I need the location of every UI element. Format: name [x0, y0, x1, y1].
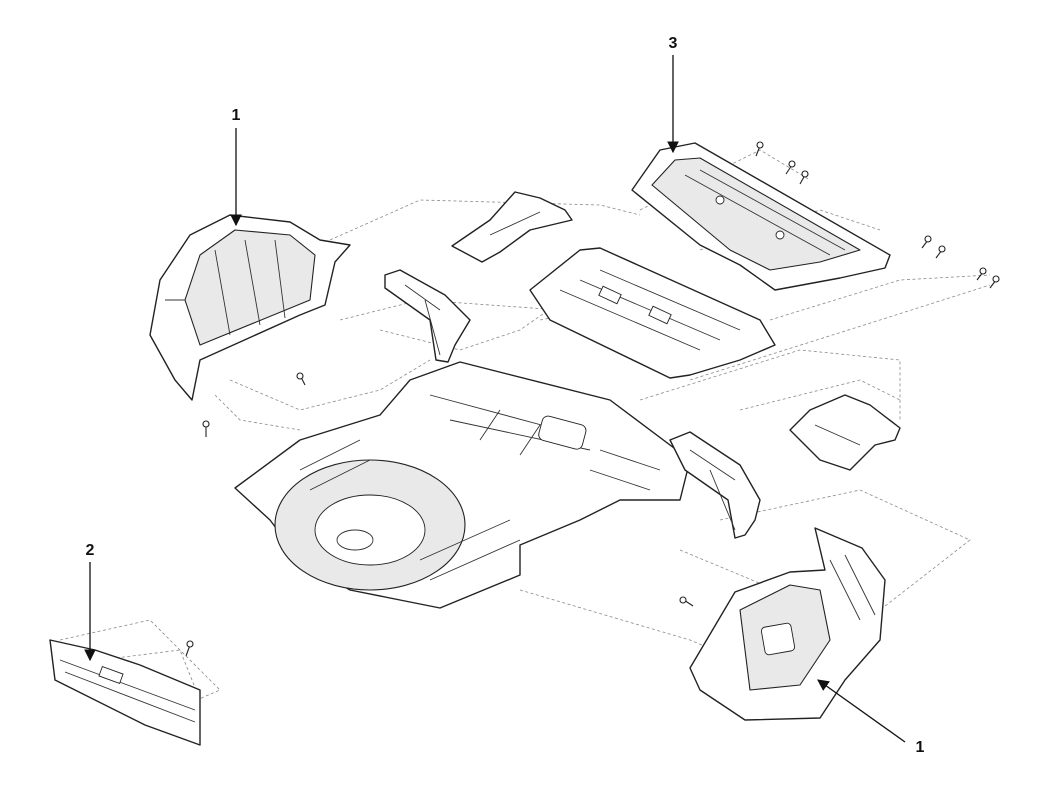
bolt [202, 420, 210, 437]
upper-bracket [451, 191, 573, 263]
callout-leaders [84, 55, 906, 743]
fasteners [185, 141, 1000, 657]
bolt [185, 640, 194, 657]
side-bracket-right-upper [789, 394, 901, 471]
callout-labels: 1 2 3 1 [86, 35, 925, 756]
leader-rear-wheel-house-right [817, 679, 906, 743]
bolt [296, 372, 306, 386]
callout-rear-wheel-house-right: 1 [916, 739, 925, 756]
bolt [935, 245, 946, 259]
rear-wheel-house-right [689, 527, 886, 721]
bolt [755, 141, 764, 157]
bolt [976, 267, 987, 281]
rear-package-tray [631, 142, 891, 291]
assembly-guide-lines [59, 149, 991, 721]
bolt [921, 235, 932, 249]
callout-rear-wheel-house-left: 1 [232, 107, 241, 124]
rear-cross-member [529, 247, 776, 379]
rear-floor-panel [234, 361, 691, 609]
bolt [785, 160, 796, 175]
bolt [799, 170, 809, 185]
callout-rear-package-tray: 3 [669, 35, 678, 52]
rear-wheel-house-left [149, 214, 351, 401]
bolt [989, 275, 1000, 289]
rear-skirt-panel [49, 639, 201, 746]
callout-rear-skirt-panel: 2 [86, 542, 95, 559]
side-bracket-left [384, 269, 471, 363]
bolt [679, 596, 694, 607]
side-bracket-right-lower [669, 431, 761, 539]
